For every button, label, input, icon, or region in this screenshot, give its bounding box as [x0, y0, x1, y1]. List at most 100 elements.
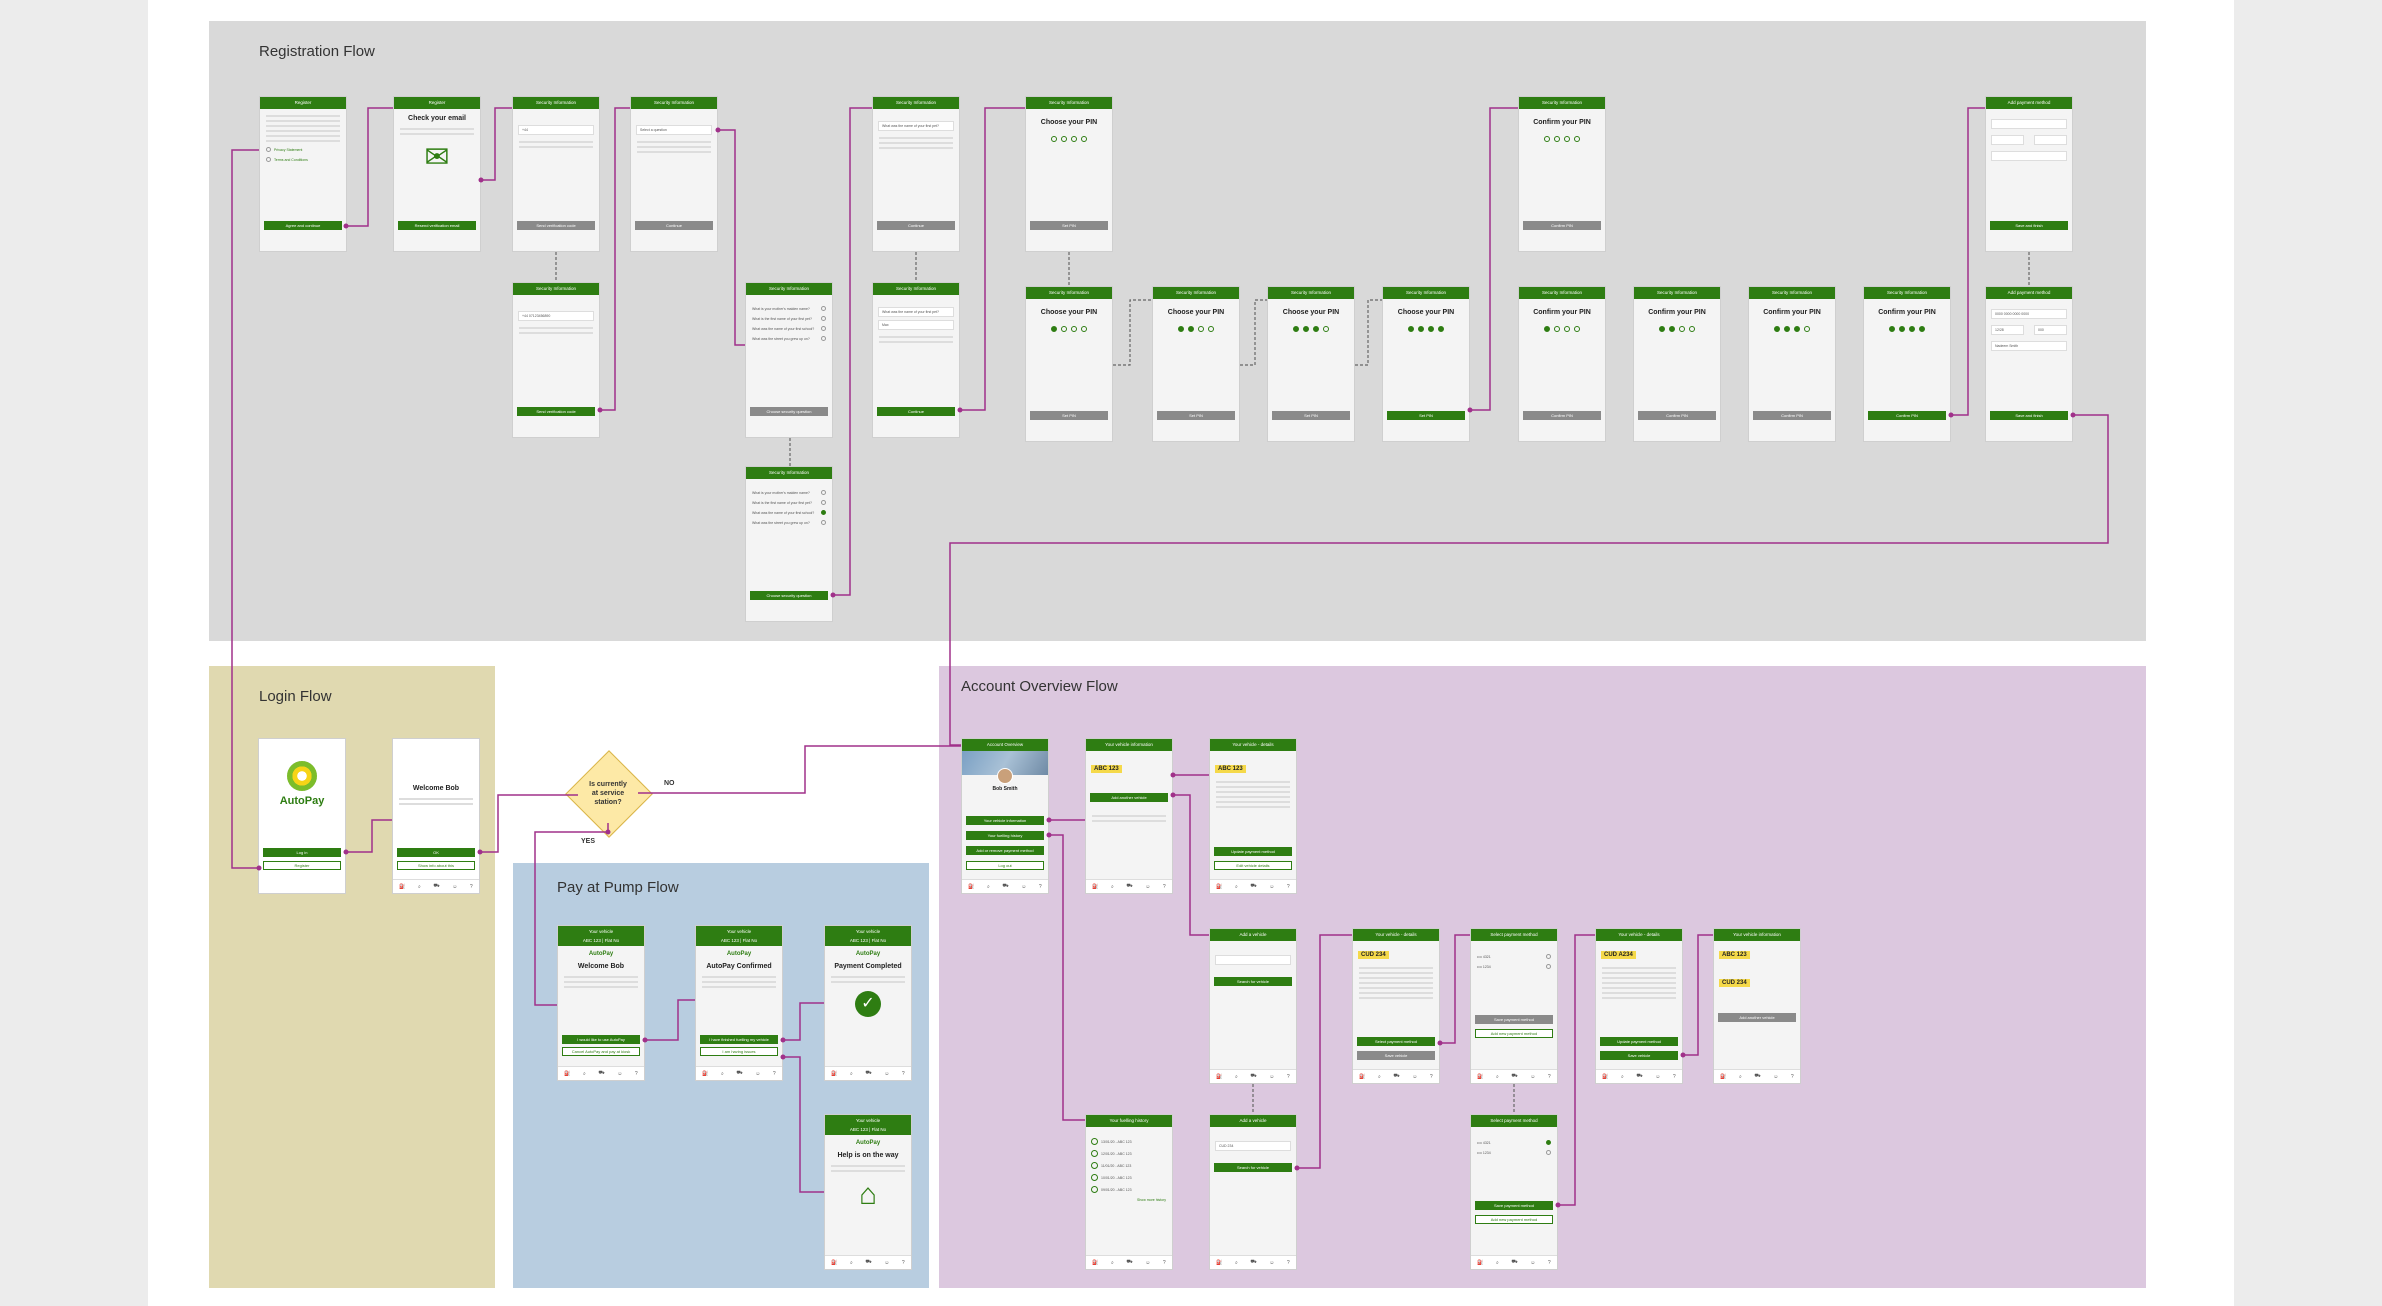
add-vehicle-button[interactable]: Add another vehicle — [1718, 1013, 1796, 1022]
screen-account-overview[interactable]: Account Overview Bob Smith Your vehicle … — [961, 738, 1049, 894]
screen-new-vehicle-2[interactable]: Your vehicle - details CUD A234 Update p… — [1595, 928, 1683, 1084]
name-input[interactable] — [1991, 151, 2067, 161]
question-option[interactable]: What is the first name of your first pet… — [752, 316, 826, 321]
pin-dots[interactable] — [1268, 326, 1354, 332]
screen-security-mobile-2[interactable]: Security Information +44 07123456890 Sen… — [512, 282, 600, 438]
payment-option[interactable]: •••• 4321 — [1477, 1140, 1551, 1145]
screen-choose-pin-0[interactable]: Security Information Choose your PIN Set… — [1025, 96, 1113, 252]
bottom-nav[interactable]: ⛽⌕⛟☺? — [1210, 1255, 1296, 1269]
bottom-nav[interactable]: ⛽⌕⛟☺? — [1086, 1255, 1172, 1269]
screen-vehicle-list[interactable]: Your vehicle information ABC 123 CUD 234… — [1713, 928, 1801, 1084]
name-input[interactable]: Nadeem Smith — [1991, 341, 2067, 351]
bottom-nav[interactable]: ⛽⌕⛟☺? — [393, 879, 479, 893]
set-pin-button[interactable]: Set PIN — [1157, 411, 1235, 420]
set-pin-button[interactable]: Set PIN — [1030, 221, 1108, 230]
list-item[interactable]: 13/01/20 - ABC 123 — [1091, 1138, 1167, 1145]
search-vehicle-button[interactable]: Search for vehicle — [1214, 1163, 1292, 1172]
bottom-nav[interactable]: ⛽⌕⛟☺? — [1086, 879, 1172, 893]
cvv-input[interactable] — [2034, 135, 2067, 145]
fuelling-history-button[interactable]: Your fuelling history — [966, 831, 1044, 840]
card-number-input[interactable] — [1991, 119, 2067, 129]
screen-choose-pin-3[interactable]: Security Information Choose your PIN Set… — [1267, 286, 1355, 442]
screen-select-payment-2[interactable]: Select payment method •••• 4321 •••• 123… — [1470, 1114, 1558, 1270]
show-info-button[interactable]: Show info about this — [397, 861, 475, 870]
bottom-nav[interactable]: ⛽⌕⛟☺? — [1210, 879, 1296, 893]
screen-confirm-pin-2[interactable]: Security Information Confirm your PIN Co… — [1633, 286, 1721, 442]
question-option[interactable]: What is your mother's maiden name? — [752, 490, 826, 495]
pin-dots[interactable] — [1519, 326, 1605, 332]
add-vehicle-button[interactable]: Add another vehicle — [1090, 793, 1168, 802]
screen-vehicle-info[interactable]: Your vehicle information ABC 123 Add ano… — [1085, 738, 1173, 894]
screen-security-code[interactable]: Security Information Select a question C… — [630, 96, 718, 252]
screen-security-question-1[interactable]: Security Information What is your mother… — [745, 282, 833, 438]
send-code-button[interactable]: Send verification code — [517, 221, 595, 230]
screen-add-payment-1[interactable]: Add payment method Save and finish — [1985, 96, 2073, 252]
list-item[interactable]: 10/01/20 - ABC 123 — [1091, 1174, 1167, 1181]
screen-new-vehicle-1[interactable]: Your vehicle - details CUD 234 Select pa… — [1352, 928, 1440, 1084]
bottom-nav[interactable]: ⛽⌕⛟☺? — [696, 1066, 782, 1080]
confirm-pin-button[interactable]: Confirm PIN — [1753, 411, 1831, 420]
pin-dots[interactable] — [1864, 326, 1950, 332]
terms-link[interactable]: Terms and Conditions — [266, 157, 340, 162]
screen-security-answer-2[interactable]: Security Information What was the name o… — [872, 282, 960, 438]
save-vehicle-button[interactable]: Save vehicle — [1357, 1051, 1435, 1060]
save-finish-button[interactable]: Save and finish — [1990, 411, 2068, 420]
screen-security-mobile-1[interactable]: Security Information +44 Send verificati… — [512, 96, 600, 252]
payment-option[interactable]: •••• 4321 — [1477, 954, 1551, 959]
card-number-input[interactable]: 0000 0000 0000 0000 — [1991, 309, 2067, 319]
plate-input[interactable] — [1215, 955, 1291, 965]
screen-add-vehicle-1[interactable]: Add a vehicle Search for vehicle ⛽⌕⛟☺? — [1209, 928, 1297, 1084]
search-vehicle-button[interactable]: Search for vehicle — [1214, 977, 1292, 986]
bottom-nav[interactable]: ⛽⌕⛟☺? — [1596, 1069, 1682, 1083]
resend-email-button[interactable]: Resend verification email — [398, 221, 476, 230]
confirm-pin-button[interactable]: Confirm PIN — [1868, 411, 1946, 420]
screen-confirm-pin-0[interactable]: Security Information Confirm your PIN Co… — [1518, 96, 1606, 252]
save-payment-button[interactable]: Save payment method — [1475, 1015, 1553, 1024]
continue-button[interactable]: Continue — [877, 221, 955, 230]
screen-security-answer-1[interactable]: Security Information What was the name o… — [872, 96, 960, 252]
screen-choose-pin-4[interactable]: Security Information Choose your PIN Set… — [1382, 286, 1470, 442]
screen-select-payment-1[interactable]: Select payment method •••• 4321 •••• 123… — [1470, 928, 1558, 1084]
bottom-nav[interactable]: ⛽⌕⛟☺? — [825, 1066, 911, 1080]
choose-question-button[interactable]: Choose security question — [750, 407, 828, 416]
question-option[interactable]: What is the first name of your first pet… — [752, 500, 826, 505]
list-item[interactable]: 12/01/20 - ABC 123 — [1091, 1150, 1167, 1157]
screen-register-email[interactable]: Register Check your email ✉ Resend verif… — [393, 96, 481, 252]
question-field[interactable]: What was the name of your first pet? — [878, 121, 954, 131]
question-option[interactable]: What was the street you grew up on? — [752, 336, 826, 341]
agree-continue-button[interactable]: Agree and continue — [264, 221, 342, 230]
set-pin-button[interactable]: Set PIN — [1387, 411, 1465, 420]
logout-button[interactable]: Log out — [966, 861, 1044, 870]
pin-dots[interactable] — [1634, 326, 1720, 332]
bottom-nav[interactable]: ⛽⌕⛟☺? — [1714, 1069, 1800, 1083]
bottom-nav[interactable]: ⛽⌕⛟☺? — [825, 1255, 911, 1269]
bottom-nav[interactable]: ⛽⌕⛟☺? — [1210, 1069, 1296, 1083]
bottom-nav[interactable]: ⛽⌕⛟☺? — [1471, 1069, 1557, 1083]
screen-add-payment-2[interactable]: Add payment method 0000 0000 0000 0000 1… — [1985, 286, 2073, 442]
payment-option[interactable]: •••• 1234 — [1477, 964, 1551, 969]
question-field[interactable]: What was the name of your first pet? — [878, 307, 954, 317]
pin-dots[interactable] — [1519, 136, 1605, 142]
list-item[interactable]: 11/01/20 - ABC 123 — [1091, 1162, 1167, 1169]
pin-dots[interactable] — [1383, 326, 1469, 332]
list-item[interactable]: 09/01/20 - ABC 123 — [1091, 1186, 1167, 1193]
pin-dots[interactable] — [1026, 136, 1112, 142]
plate-badge[interactable]: CUD 234 — [1719, 979, 1750, 987]
screen-choose-pin-2[interactable]: Security Information Choose your PIN Set… — [1152, 286, 1240, 442]
answer-field[interactable]: Max — [878, 320, 954, 330]
screen-fuelling-history[interactable]: Your fuelling history 13/01/20 - ABC 123… — [1085, 1114, 1173, 1270]
continue-button[interactable]: Continue — [877, 407, 955, 416]
pin-dots[interactable] — [1026, 326, 1112, 332]
select-payment-button[interactable]: Select payment method — [1357, 1037, 1435, 1046]
pin-dots[interactable] — [1749, 326, 1835, 332]
login-button[interactable]: Log in — [263, 848, 341, 857]
bottom-nav[interactable]: ⛽⌕⛟☺? — [1471, 1255, 1557, 1269]
edit-vehicle-button[interactable]: Edit vehicle details — [1214, 861, 1292, 870]
confirm-pin-button[interactable]: Confirm PIN — [1523, 411, 1601, 420]
register-button[interactable]: Register — [263, 861, 341, 870]
save-payment-button[interactable]: Save payment method — [1475, 1201, 1553, 1210]
question-option[interactable]: What is your mother's maiden name? — [752, 306, 826, 311]
ok-button[interactable]: OK — [397, 848, 475, 857]
